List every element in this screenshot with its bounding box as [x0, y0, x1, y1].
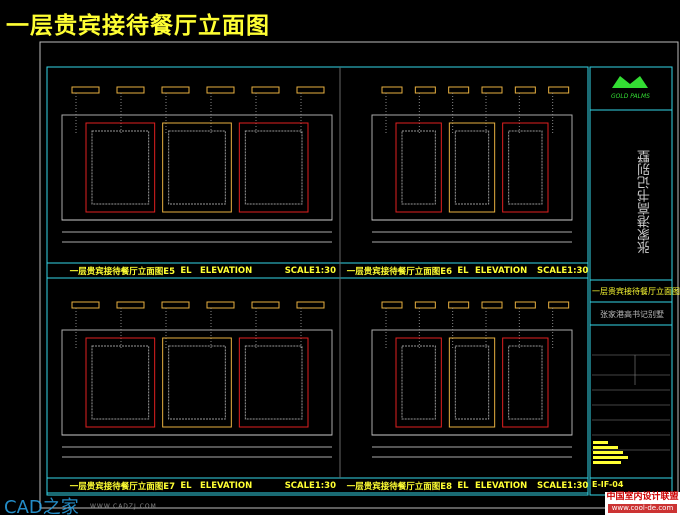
caption-name: 一层贵宾接待餐厅立面图E8 [346, 482, 452, 492]
sheet-number: E-IF-04 [592, 480, 624, 489]
callout-tag [548, 86, 570, 94]
panel-inset [508, 345, 543, 420]
callout-tag [206, 86, 235, 94]
drawing-title: 一层贵宾接待餐厅立面图 [6, 13, 270, 39]
panel-caption-e5: 一层贵宾接待餐厅立面图E5 EL ELEVATION SCALE1:30 [47, 264, 336, 278]
wall-panel [85, 122, 156, 213]
title-block-frame [589, 66, 673, 496]
cad-watermark: CAD之家 [4, 497, 79, 515]
panel-inset [168, 130, 226, 205]
project-name: 张家港高书记别墅 [600, 310, 664, 319]
panel-inset [244, 130, 303, 205]
wall-panel [395, 122, 442, 213]
caption-el: EL [457, 481, 469, 491]
project-vertical-label: 张家港高书记别墅 [638, 150, 653, 254]
drawing-frame [46, 66, 589, 496]
wall-panel [448, 337, 496, 428]
panel-caption-e6: 一层贵宾接待餐厅立面图E6 EL ELEVATION SCALE1:30 [342, 264, 589, 278]
wall-panel [502, 122, 549, 213]
caption-name: 一层贵宾接待餐厅立面图E5 [69, 267, 175, 277]
wall-panel [85, 337, 156, 428]
caption-scale: SCALE1:30 [284, 481, 336, 491]
callout-tag [161, 86, 190, 94]
logo-text: GOLD PALMS [611, 93, 650, 100]
caption-name: 一层贵宾接待餐厅立面图E6 [346, 267, 452, 277]
wall-panel [502, 337, 549, 428]
caption-elevation: ELEVATION [475, 266, 528, 276]
callout-tag [206, 301, 235, 309]
callout-tag [548, 301, 570, 309]
caption-scale: SCALE1:30 [284, 266, 336, 276]
logo-icon [612, 76, 648, 88]
callout-tag [381, 86, 403, 94]
wall-panel [448, 122, 496, 213]
callout-tag [414, 86, 436, 94]
wall-panel [395, 337, 442, 428]
caption-name: 一层贵宾接待餐厅立面图E7 [69, 482, 175, 492]
callout-tag [251, 301, 280, 309]
caption-elevation: ELEVATION [200, 266, 253, 276]
union-url: www.cool-de.com [608, 504, 677, 513]
caption-elevation: ELEVATION [475, 481, 528, 491]
panel-inset [401, 130, 436, 205]
callout-tag [71, 301, 100, 309]
caption-scale: SCALE1:30 [537, 481, 589, 491]
cad-watermark-url: WWW.CADZJ.COM [90, 503, 157, 510]
callout-tag [448, 301, 470, 309]
wall-panel [238, 337, 309, 428]
panel-inset [91, 130, 150, 205]
callout-tag [481, 86, 503, 94]
callout-tag [71, 86, 100, 94]
callout-tag [116, 86, 145, 94]
callout-tag [414, 301, 436, 309]
wall-panel [162, 337, 232, 428]
panel-inset [91, 345, 150, 420]
callout-tag [251, 86, 280, 94]
caption-scale: SCALE1:30 [537, 266, 589, 276]
union-text: 中国室内设计联盟 [606, 492, 679, 502]
panel-inset [454, 345, 490, 420]
callout-tag [381, 301, 403, 309]
callout-tag [296, 86, 325, 94]
caption-el: EL [457, 266, 469, 276]
panel-inset [454, 130, 490, 205]
callout-tag [448, 86, 470, 94]
callout-tag [514, 86, 536, 94]
panel-inset [244, 345, 303, 420]
callout-tag [116, 301, 145, 309]
callout-tag [161, 301, 190, 309]
callout-tag [296, 301, 325, 309]
caption-el: EL [180, 266, 192, 276]
panel-inset [168, 345, 226, 420]
panel-inset [508, 130, 543, 205]
caption-elevation: ELEVATION [200, 481, 253, 491]
panel-caption-e7: 一层贵宾接待餐厅立面图E7 EL ELEVATION SCALE1:30 [47, 479, 336, 493]
panel-inset [401, 345, 436, 420]
wall-panel [238, 122, 309, 213]
drawing-name: 一层贵宾接待餐厅立面图 [592, 287, 680, 296]
callout-tag [481, 301, 503, 309]
panel-caption-e8: 一层贵宾接待餐厅立面图E8 EL ELEVATION SCALE1:30 [342, 479, 589, 493]
callout-tag [514, 301, 536, 309]
union-watermark: 中国室内设计联盟 www.cool-de.com [605, 492, 680, 515]
outer-frame [39, 41, 679, 509]
wall-panel [162, 122, 232, 213]
caption-el: EL [180, 481, 192, 491]
